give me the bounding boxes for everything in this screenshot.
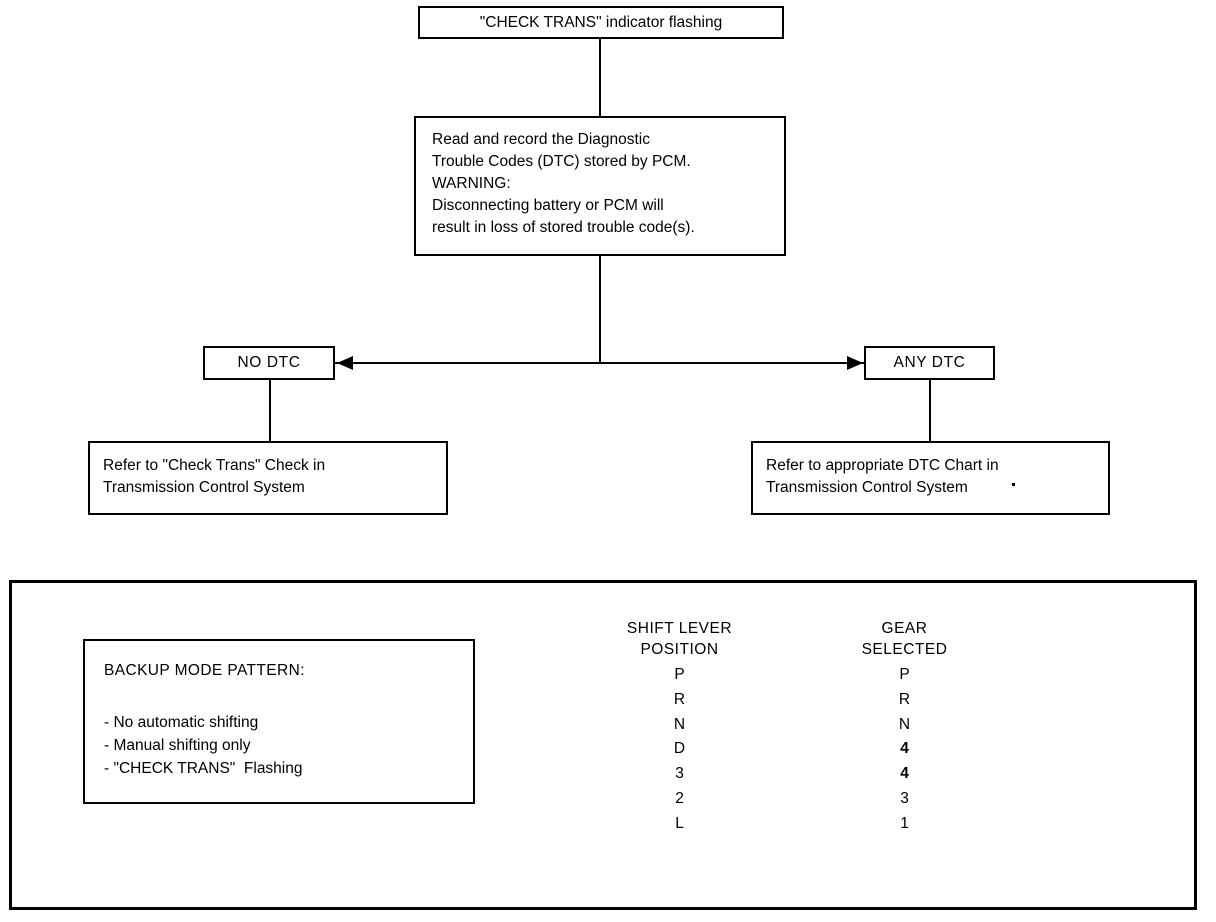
column-header-shift-lever-position: SHIFT LEVER POSITION xyxy=(626,620,733,658)
arrowhead-left-icon xyxy=(337,356,353,370)
decision-box-no-dtc: NO DTC xyxy=(203,346,335,380)
connector-instruction-to-branch xyxy=(599,256,601,364)
table-row: N xyxy=(898,715,911,733)
refer-box-dtc-chart-text: Refer to appropriate DTC Chart in Transm… xyxy=(766,457,999,496)
table-row: 4 xyxy=(900,740,909,758)
list-item: - No automatic shifting xyxy=(104,714,259,731)
connector-indicator-to-instruction xyxy=(599,39,601,116)
table-row: 3 xyxy=(675,765,684,783)
list-item: - "CHECK TRANS" Flashing xyxy=(104,760,303,777)
arrowhead-right-icon xyxy=(847,356,863,370)
backup-mode-panel: BACKUP MODE PATTERN: - No automatic shif… xyxy=(9,580,1197,910)
refer-box-check-trans: Refer to "Check Trans" Check in Transmis… xyxy=(88,441,448,515)
table-row: 2 xyxy=(675,789,684,807)
table-row: N xyxy=(673,715,686,733)
decision-box-no-dtc-label: NO DTC xyxy=(237,354,301,371)
backup-mode-pattern-heading: BACKUP MODE PATTERN: xyxy=(104,662,305,679)
table-row: P xyxy=(674,666,685,683)
backup-mode-pattern-bullets: - No automatic shifting - Manual shiftin… xyxy=(104,711,303,780)
connector-any-dtc-to-refer xyxy=(929,380,931,441)
column-header-gear-selected: GEAR SELECTED xyxy=(861,620,948,658)
list-item: - Manual shifting only xyxy=(104,737,251,754)
column-gear-selected: GEAR SELECTED P R N 4 4 3 1 xyxy=(827,618,982,837)
instruction-box-text: Read and record the Diagnostic Trouble C… xyxy=(432,131,695,236)
connector-branch-horizontal xyxy=(330,362,870,364)
table-row: 3 xyxy=(900,789,909,807)
column-values-shift-lever-position: P R N D 3 2 L xyxy=(602,663,757,837)
refer-box-check-trans-text: Refer to "Check Trans" Check in Transmis… xyxy=(103,457,326,496)
indicator-box: "CHECK TRANS" indicator flashing xyxy=(418,6,784,39)
decision-box-any-dtc: ANY DTC xyxy=(864,346,995,380)
table-row: 4 xyxy=(900,765,909,783)
table-row: L xyxy=(675,814,684,832)
table-row: 1 xyxy=(900,814,909,832)
connector-no-dtc-to-refer xyxy=(269,380,271,441)
refer-box-dtc-chart: Refer to appropriate DTC Chart in Transm… xyxy=(751,441,1110,515)
column-shift-lever-position: SHIFT LEVER POSITION P R N D 3 2 L xyxy=(602,618,757,837)
indicator-box-label: "CHECK TRANS" indicator flashing xyxy=(479,13,723,31)
table-row: D xyxy=(673,740,686,758)
gear-selection-table: SHIFT LEVER POSITION P R N D 3 2 L GEAR … xyxy=(602,618,982,837)
decision-box-any-dtc-label: ANY DTC xyxy=(893,354,966,371)
stray-mark xyxy=(1012,483,1015,486)
table-row: R xyxy=(673,690,686,708)
backup-mode-pattern-box: BACKUP MODE PATTERN: - No automatic shif… xyxy=(83,639,475,804)
table-row: R xyxy=(898,690,911,708)
instruction-box: Read and record the Diagnostic Trouble C… xyxy=(414,116,786,256)
column-values-gear-selected: P R N 4 4 3 1 xyxy=(827,663,982,837)
table-row: P xyxy=(899,666,910,683)
